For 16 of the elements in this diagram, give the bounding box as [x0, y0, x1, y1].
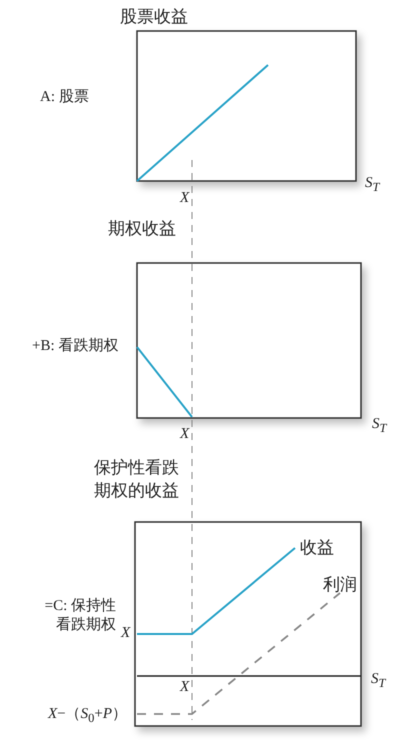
axis-tick-label: X: [180, 678, 190, 697]
row-label: A: 股票: [40, 88, 89, 107]
axis-label: S$_{T}$: [372, 415, 386, 437]
chart-title: 股票收益: [120, 6, 188, 28]
row-label: =C: 保持性看跌期权: [44, 597, 116, 635]
series-label: 收益: [300, 537, 334, 559]
chart-title: 期权收益: [108, 218, 176, 240]
axis-tick-label: X−（S$_{0}$+P）: [48, 705, 128, 727]
axis-label: S$_{T}$: [365, 174, 380, 196]
chart-title: 保护性看跌期权的收益: [94, 457, 180, 502]
axis-tick-label: X: [180, 425, 190, 444]
axis-tick-label: X: [121, 624, 130, 643]
axis-label: S$_{T}$: [371, 670, 386, 692]
axis-tick-label: X: [180, 189, 190, 208]
row-label: +B: 看跌期权: [32, 337, 118, 356]
series-label: 利润: [323, 574, 357, 596]
